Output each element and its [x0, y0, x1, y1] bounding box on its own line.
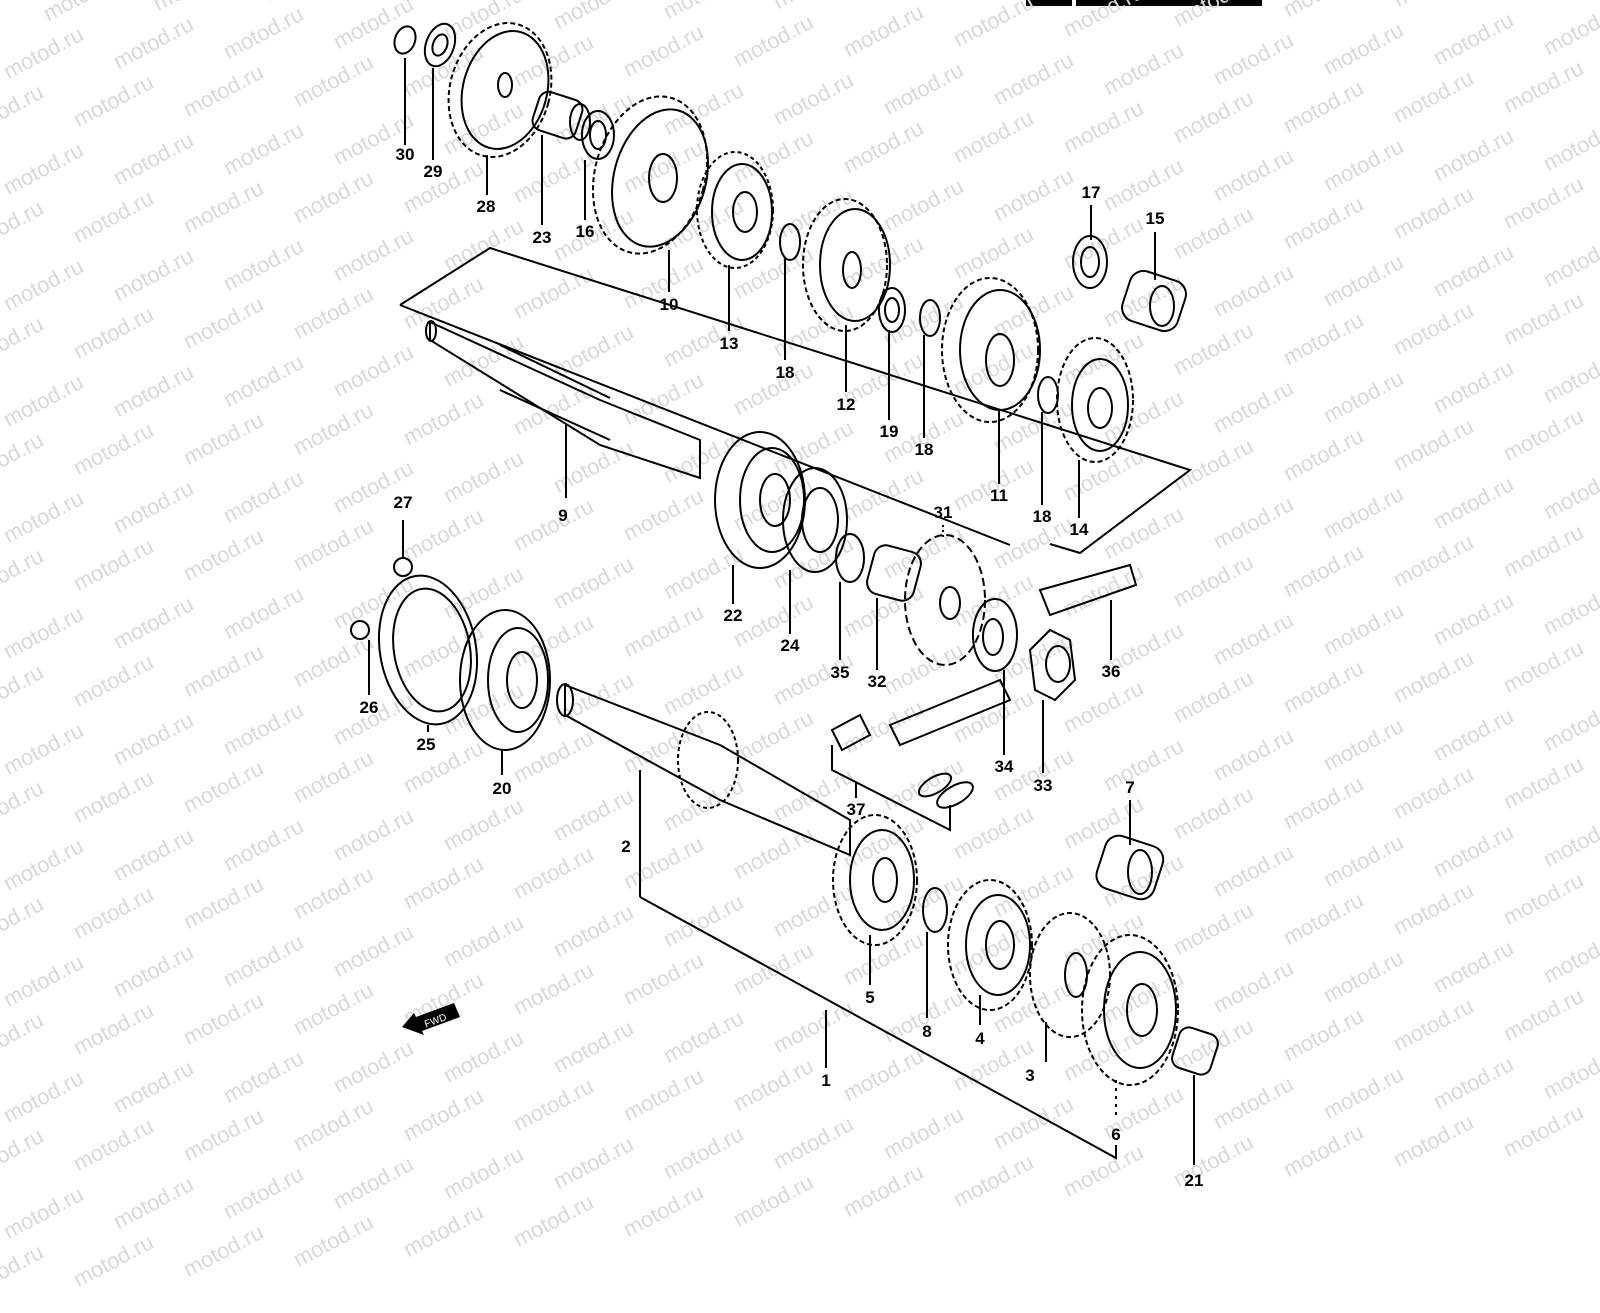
part-callout-22[interactable]: 22 [723, 606, 743, 625]
part-callout-18c[interactable]: 18 [1032, 507, 1052, 526]
circlip-30 [393, 25, 417, 55]
part-callout-33[interactable]: 33 [1033, 776, 1053, 795]
part-callout-6[interactable]: 6 [1111, 1125, 1121, 1144]
header-bar-right [1076, 0, 1262, 6]
part-callout-10[interactable]: 10 [659, 295, 679, 314]
part-callout-32[interactable]: 32 [867, 672, 887, 691]
gear-13 [696, 151, 774, 269]
part-callout-24[interactable]: 24 [780, 636, 800, 655]
arrow-left-icon: FWD [402, 1003, 460, 1035]
gear-12 [802, 198, 891, 332]
exploded-view-drawing [350, 22, 1219, 1165]
watermark-text: motod.ru [178, 1219, 268, 1282]
part-callout-8[interactable]: 8 [922, 1022, 932, 1041]
sprocket-31 [904, 534, 986, 666]
part-callout-7[interactable]: 7 [1125, 778, 1135, 797]
part-callout-27[interactable]: 27 [393, 493, 413, 512]
part-callout-25[interactable]: 25 [416, 735, 436, 754]
part-callout-23[interactable]: 23 [532, 228, 552, 247]
part-callout-21[interactable]: 21 [1184, 1171, 1204, 1190]
watermark-text: motod.ru [288, 1209, 378, 1272]
part-callout-18b[interactable]: 18 [914, 440, 934, 459]
gear-28 [447, 22, 553, 158]
part-callout-9[interactable]: 9 [558, 506, 568, 525]
gear-5 [832, 814, 918, 985]
part-callout-35[interactable]: 35 [830, 663, 850, 682]
part-callout-5[interactable]: 5 [865, 988, 875, 1007]
countershaft-9 [425, 320, 701, 498]
part-callout-37[interactable]: 37 [846, 800, 866, 819]
drive-chain-36 [888, 563, 1138, 747]
part-callout-2[interactable]: 2 [621, 837, 631, 856]
part-callout-1[interactable]: 1 [821, 1071, 831, 1090]
part-callout-15[interactable]: 15 [1145, 209, 1165, 228]
gear-11 [941, 277, 1041, 423]
watermark-text: motod.ru [0, 1239, 48, 1302]
part-callout-31[interactable]: 31 [933, 503, 953, 522]
part-callout-14[interactable]: 14 [1069, 520, 1089, 539]
part-callout-12[interactable]: 12 [836, 395, 856, 414]
part-callout-17[interactable]: 17 [1081, 183, 1101, 202]
watermark-text: motod.ru [398, 1199, 488, 1262]
part-callout-30[interactable]: 30 [395, 145, 415, 164]
part-callout-4[interactable]: 4 [975, 1029, 985, 1048]
gear-10 [591, 95, 709, 255]
header-bar-left [1026, 0, 1072, 6]
part-callout-18[interactable]: 18 [775, 363, 795, 382]
part-callout-26[interactable]: 26 [359, 698, 379, 717]
bearing-20 [459, 609, 551, 775]
mainshaft-group-bracket [639, 896, 1117, 1160]
gear-3 [1029, 912, 1111, 1062]
part-callout-11[interactable]: 11 [990, 486, 1008, 505]
chain-joint-37 [830, 713, 974, 832]
gear-6 [1081, 934, 1179, 1120]
part-callout-3[interactable]: 3 [1025, 1066, 1035, 1085]
part-callout-16[interactable]: 16 [575, 222, 595, 241]
gear-4 [947, 879, 1033, 1025]
part-callout-19[interactable]: 19 [879, 422, 899, 441]
part-callout-34[interactable]: 34 [994, 757, 1014, 776]
part-callout-28[interactable]: 28 [476, 197, 496, 216]
watermark-text: motod.ru [68, 1229, 158, 1292]
part-callout-29[interactable]: 29 [423, 162, 443, 181]
part-callout-20[interactable]: 20 [492, 779, 512, 798]
part-callout-13[interactable]: 13 [719, 334, 739, 353]
part-callout-36[interactable]: 36 [1101, 662, 1121, 681]
mainshaft-2 [556, 683, 851, 857]
bearing-22 [714, 431, 806, 569]
gear-14 [1056, 337, 1134, 463]
